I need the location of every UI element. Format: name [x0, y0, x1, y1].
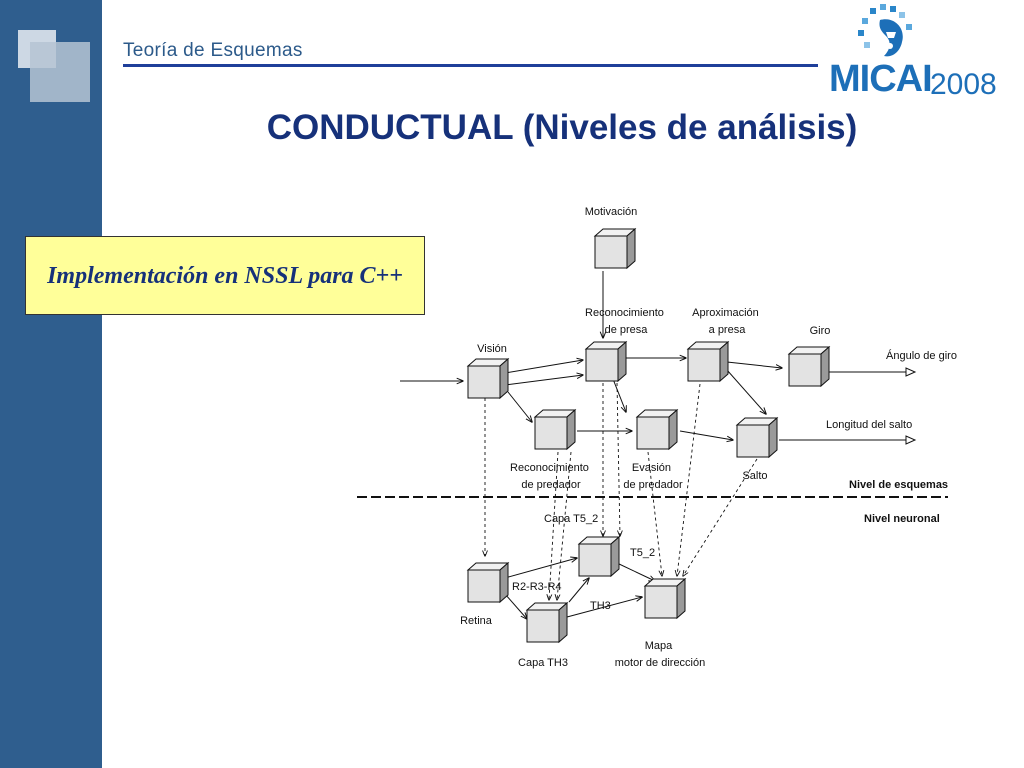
label-salto: Salto: [742, 470, 767, 482]
reconocimiento-predador-node: [534, 409, 576, 450]
reconocimiento-presa-node: [585, 341, 627, 382]
schema-connections: [400, 271, 917, 445]
label-aproximacion-presa: Aproximación a presa: [692, 307, 762, 336]
label-nivel-esquemas: Nivel de esquemas: [849, 479, 948, 491]
callout-box: Implementación en NSSL para C++: [25, 236, 425, 315]
evasion-predador-node: [636, 409, 678, 450]
motivacion-node: [594, 228, 636, 269]
label-capa-t5-2: Capa T5_2: [544, 513, 598, 525]
th3-node: [526, 602, 568, 643]
label-vision: Visión: [477, 343, 507, 355]
neural-connections: [504, 558, 655, 619]
label-longitud-salto: Longitud del salto: [826, 419, 912, 431]
label-mapa-motor: Mapa motor de dirección: [615, 640, 706, 669]
vision-node: [467, 358, 509, 399]
label-retina: Retina: [460, 615, 493, 627]
header-rule: [123, 64, 818, 67]
callout-text: Implementación en NSSL para C++: [47, 262, 403, 289]
sidebar-band: [0, 0, 102, 768]
label-t5-2: T5_2: [630, 547, 655, 559]
t5-2-node: [578, 536, 620, 577]
label-capa-th3: Capa TH3: [518, 657, 568, 669]
label-reconocimiento-predador: Reconocimiento de predador: [510, 462, 592, 491]
giro-node: [788, 346, 830, 387]
retina-node: [467, 562, 509, 603]
label-motivacion: Motivación: [585, 206, 638, 218]
mapa-motor-node: [644, 578, 686, 619]
header-title: Teoría de Esquemas: [123, 40, 303, 61]
level-mapping-links: [485, 382, 758, 600]
decorative-square: [30, 42, 90, 102]
label-giro: Giro: [810, 325, 831, 337]
label-evasion-predador: Evasión de predador: [623, 462, 683, 491]
label-angulo-giro: Ángulo de giro: [886, 349, 957, 362]
micai-logo-icon: [858, 4, 912, 57]
aproximacion-presa-node: [687, 341, 729, 382]
label-reconocimiento-presa: Reconocimiento de presa: [585, 307, 667, 336]
salto-node: [736, 417, 778, 458]
logo-word: MICAI: [829, 58, 933, 100]
logo-year: 2008: [930, 68, 997, 101]
slide-title: CONDUCTUAL (Niveles de análisis): [266, 108, 858, 147]
label-nivel-neuronal: Nivel neuronal: [864, 513, 940, 525]
label-th3: TH3: [590, 600, 611, 612]
label-r2-r3-r4: R2-R3-R4: [512, 581, 562, 593]
